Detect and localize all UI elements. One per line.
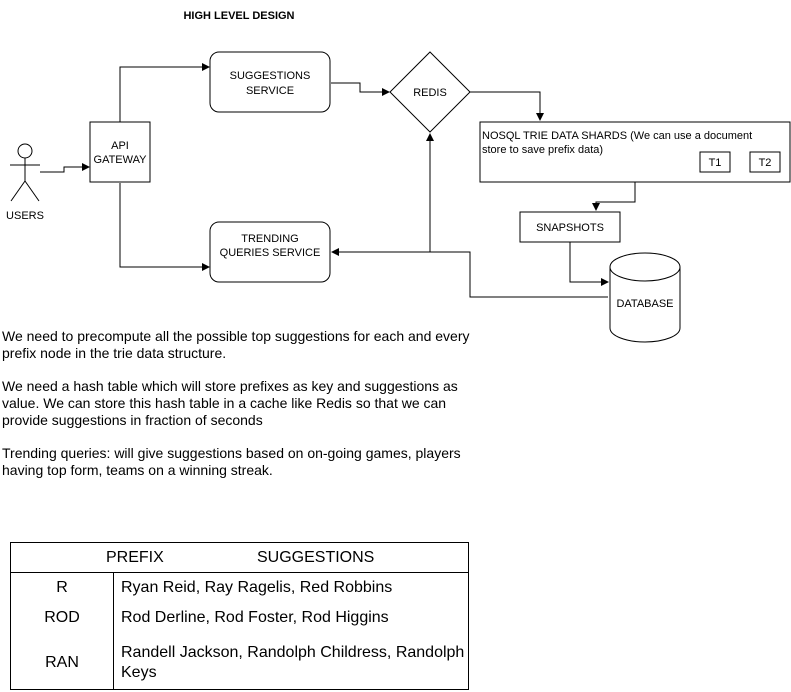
database-cylinder	[609, 252, 681, 343]
redis-to-shards-arrow	[470, 91, 544, 121]
table-header-row: PREFIX SUGGESTIONS	[11, 543, 468, 573]
shard-t2-label: T2	[759, 157, 772, 169]
trie-shards-label-2: store to save prefix data)	[482, 144, 603, 156]
users-label: USERS	[6, 210, 44, 222]
redis-diamond	[389, 51, 471, 133]
shard-t2-box	[749, 151, 781, 173]
api-gateway-label-2: GATEWAY	[94, 154, 148, 166]
snapshots-label: SNAPSHOTS	[536, 222, 604, 234]
trending-service-box	[209, 221, 331, 283]
shard-t1-box	[699, 151, 731, 173]
note-precompute: We need to precompute all the possible t…	[2, 328, 470, 361]
gateway-to-trending-arrow	[119, 183, 210, 271]
shard-t1-label: T1	[709, 157, 722, 169]
prefix-suggestions-table: PREFIX SUGGESTIONS R Ryan Reid, Ray Rage…	[10, 542, 469, 690]
suggestions-service-box	[209, 51, 331, 113]
api-gateway-box	[89, 121, 151, 183]
database-label: DATABASE	[616, 298, 673, 310]
connectors	[40, 63, 636, 298]
diagram-title: HIGH LEVEL DESIGN	[183, 10, 294, 22]
suggestions-to-redis-arrow	[331, 82, 390, 96]
trending-service-label-2: QUERIES SERVICE	[220, 247, 321, 259]
design-notes: We need to precompute all the possible t…	[2, 328, 472, 495]
table-column-divider	[113, 573, 114, 689]
users-to-gateway-arrow	[40, 163, 90, 173]
user-actor-icon	[10, 143, 40, 202]
trie-shards-box	[479, 121, 791, 183]
note-trending: Trending queries: will give suggestions …	[2, 445, 461, 478]
api-gateway-label-1: API	[111, 140, 129, 152]
snapshots-box	[519, 211, 621, 243]
note-hash-table: We need a hash table which will store pr…	[2, 378, 458, 428]
snapshots-to-database-arrow	[569, 242, 609, 286]
row-2-suggestions: Rod Derline, Rod Foster, Rod Higgins	[121, 609, 389, 626]
row-3-suggestions: Randell Jackson, Randolph Childress, Ran…	[121, 644, 465, 681]
shards-to-snapshots-arrow	[592, 182, 636, 211]
redis-label: REDIS	[413, 87, 447, 99]
row-2-prefix: ROD	[44, 609, 80, 626]
row-1-suggestions: Ryan Reid, Ray Ragelis, Red Robbins	[121, 579, 393, 596]
trending-service-label-1: TRENDING	[241, 233, 298, 245]
header-prefix: PREFIX	[106, 549, 164, 566]
database-to-trending-arrow	[331, 248, 608, 298]
gateway-to-suggestions-arrow	[119, 63, 210, 122]
suggestions-service-label-1: SUGGESTIONS	[230, 70, 311, 82]
suggestions-service-label-2: SERVICE	[246, 85, 294, 97]
row-1-prefix: R	[56, 579, 68, 596]
trie-shards-label-1: NOSQL TRIE DATA SHARDS (We can use a doc…	[482, 130, 752, 142]
header-suggestions: SUGGESTIONS	[257, 549, 375, 566]
row-3-prefix: RAN	[45, 654, 79, 671]
